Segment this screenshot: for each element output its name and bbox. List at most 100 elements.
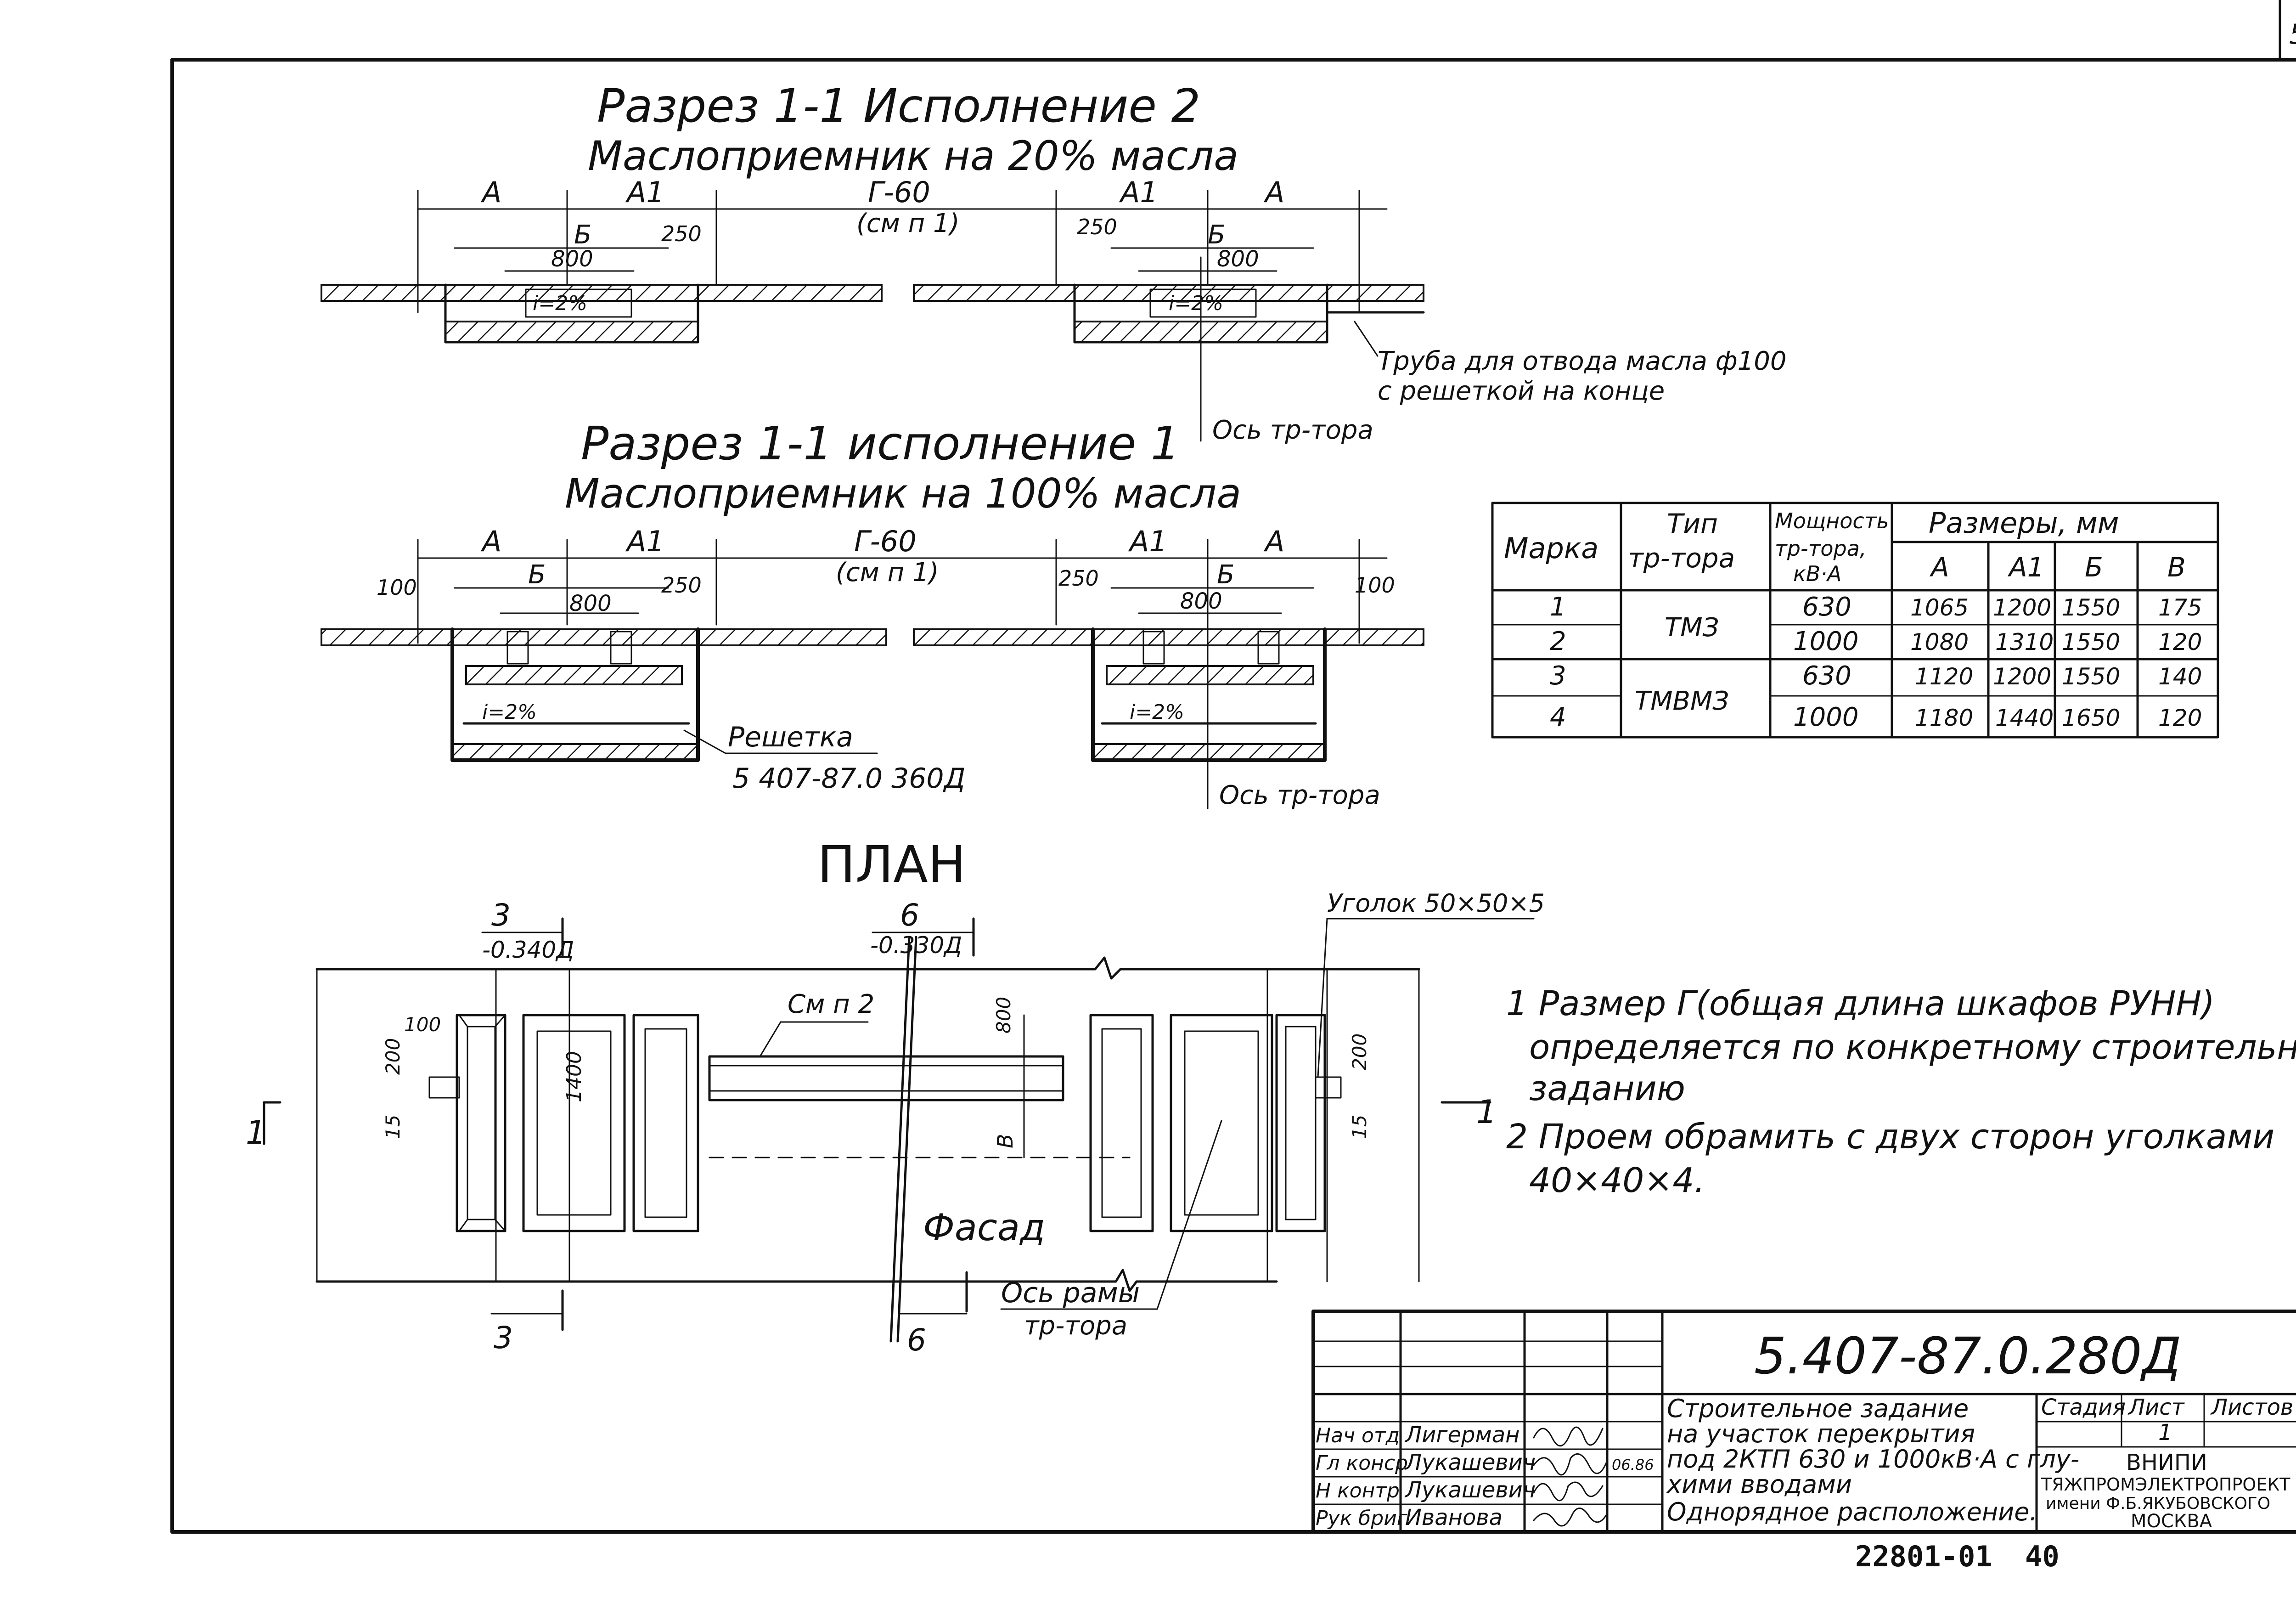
cut3-mark: -0.340Д xyxy=(482,937,574,963)
section-mid-subtitle: Маслоприемник на 100% масла xyxy=(565,470,1241,517)
axis-frame-2: тр-тора xyxy=(1024,1311,1127,1341)
signature-4 xyxy=(1533,1508,1608,1527)
facade-label: Фасад xyxy=(923,1206,1045,1249)
dim-b: Б xyxy=(574,220,591,250)
title-block: 5.407-87.0.280Д Строительное задание на … xyxy=(1311,1310,2296,1534)
frame-right-2 xyxy=(1170,1014,1273,1232)
dim-1400-plan: 1400 xyxy=(563,1051,586,1102)
slope-left: i=2% xyxy=(533,292,587,315)
signer-role: Рук бриг xyxy=(1316,1507,1408,1530)
dim-g-note: (см п 1) xyxy=(856,209,960,238)
signer-name: Иванова xyxy=(1405,1505,1503,1530)
sheet-label: Лист xyxy=(2127,1395,2185,1420)
cell-b: 1550 xyxy=(2062,594,2120,621)
th-type-2: тр-тора xyxy=(1628,542,1735,574)
cell-a1: 1310 xyxy=(1995,629,2054,655)
table-row: 2 1000 1080 1310 1550 120 xyxy=(1550,627,2202,656)
org-3: имени Ф.Б.ЯКУБОВСКОГО xyxy=(2046,1494,2270,1513)
section-mid-title: Разрез 1-1 исполнение 1 xyxy=(581,417,1180,470)
cell-v: 175 xyxy=(2158,594,2202,621)
axis-mid: Ось тр-тора xyxy=(1219,780,1380,810)
dim-800-right: 800 xyxy=(1217,246,1259,272)
dim-b-mid-right: Б xyxy=(1217,560,1234,590)
cell-mark: 3 xyxy=(1550,661,1566,691)
dim-100-plan: 100 xyxy=(404,1013,441,1036)
spec-table: Марка Тип тр-тора Мощность тр-тора, кВ·А… xyxy=(1491,502,2219,739)
note-line-2: определяется по конкретному строительном… xyxy=(1529,1028,2296,1067)
th-col-b: Б xyxy=(2085,552,2103,583)
table-row: 3 ТМВМЗ 630 1120 1200 1550 140 xyxy=(1550,661,2202,716)
cell-mark: 4 xyxy=(1550,702,1566,732)
dim-a-mid-right: А xyxy=(1263,525,1284,558)
dim-a-mid: А xyxy=(480,525,501,558)
signature-2 xyxy=(1533,1453,1608,1476)
cut3-top: 3 xyxy=(491,898,511,933)
th-sizes: Размеры, мм xyxy=(1929,506,2119,540)
ref-note: См п 2 xyxy=(788,989,874,1019)
pipe-note-2: с решеткой на конце xyxy=(1378,376,1665,406)
th-col-a: А xyxy=(1929,552,1949,583)
signer-name: Лукашевич xyxy=(1404,1450,1536,1475)
frame-right-1 xyxy=(1089,1014,1154,1232)
cell-power: 630 xyxy=(1802,592,1851,622)
th-type-1: Тип xyxy=(1667,508,1718,539)
desc-line-4: хими вводами xyxy=(1666,1470,1852,1499)
format-number: 40 xyxy=(2025,1540,2060,1573)
signer-role: Гл конср xyxy=(1316,1451,1408,1475)
cut3-bottom: 3 xyxy=(494,1320,513,1355)
desc-line-5: Однорядное расположение. xyxy=(1667,1497,2037,1526)
table-row: 1 ТМЗ 630 1065 1200 1550 175 xyxy=(1550,592,2202,643)
slope-mid-right: i=2% xyxy=(1130,700,1184,724)
section-top-title: Разрез 1-1 Исполнение 2 xyxy=(597,79,1200,133)
org-1: ВНИПИ xyxy=(2126,1450,2207,1475)
cut1-left: 1 xyxy=(246,1114,266,1152)
cell-a1: 1200 xyxy=(1993,594,2051,621)
notes: 1 Размер Г(общая длина шкафов РУНН) опре… xyxy=(1506,984,2296,1200)
dim-100-mid: 100 xyxy=(377,575,417,600)
axis-top: Ось тр-тора xyxy=(1212,415,1373,445)
cell-a1: 1200 xyxy=(1993,663,2051,690)
grate-ref: 5 407-87.0 360Д xyxy=(732,762,965,795)
desc-line-2: на участок перекрытия xyxy=(1667,1419,1975,1448)
dim-b-mid: Б xyxy=(528,560,546,590)
cut1-right: 1 xyxy=(1476,1093,1497,1131)
axis-frame-1: Ось рамы xyxy=(1001,1277,1140,1309)
angle-label: Уголок 50×50×5 xyxy=(1327,889,1545,918)
signer-name: Лигерман xyxy=(1404,1422,1520,1448)
dim-a-right: А xyxy=(1263,175,1284,209)
desc-line-3: под 2КТП 630 и 1000кВ·А с глу- xyxy=(1667,1445,2079,1474)
archive-number: 22801-01 xyxy=(1855,1540,1992,1573)
dim-800-plan: 800 xyxy=(992,997,1015,1033)
cut6-bottom: 6 xyxy=(907,1322,926,1358)
dim-a1-right: А1 xyxy=(1119,175,1158,209)
slope-mid-left: i=2% xyxy=(482,700,537,724)
dim-800-mid: 800 xyxy=(569,591,612,616)
dim-15-plan-right: 15 xyxy=(1348,1115,1371,1139)
cell-a: 1065 xyxy=(1910,594,1969,621)
dim-800: 800 xyxy=(551,246,593,272)
dim-800-mid-right: 800 xyxy=(1180,588,1222,614)
dim-a1: А1 xyxy=(625,175,664,209)
corner-number: 55 xyxy=(2289,18,2296,51)
dim-a1-mid-right: А1 xyxy=(1128,525,1167,558)
cell-power: 1000 xyxy=(1793,702,1859,732)
slope-right: i=2% xyxy=(1169,292,1223,315)
dim-200-plan: 200 xyxy=(382,1038,404,1075)
th-col-v: В xyxy=(2167,552,2186,583)
dim-250-right: 250 xyxy=(1077,215,1117,239)
cell-mark: 2 xyxy=(1550,627,1566,656)
cell-a: 1120 xyxy=(1915,663,1973,690)
sheet-value: 1 xyxy=(2158,1420,2172,1446)
cell-mark: 1 xyxy=(1550,592,1566,622)
note-line-4: 2 Проем обрамить с двух сторон уголками xyxy=(1506,1117,2274,1157)
cell-v: 120 xyxy=(2158,629,2202,655)
dim-250-mid-right: 250 xyxy=(1058,566,1099,591)
cell-v: 140 xyxy=(2158,663,2202,690)
cell-power: 630 xyxy=(1802,661,1851,691)
dim-a: А xyxy=(480,175,501,209)
cell-b: 1650 xyxy=(2062,705,2120,731)
dim-g-mid: Г-60 xyxy=(854,525,917,558)
cell-v: 120 xyxy=(2158,705,2202,731)
table-row: 4 1000 1180 1440 1650 120 xyxy=(1550,702,2202,732)
pipe-note-1: Труба для отвода масла ф100 xyxy=(1378,346,1787,376)
